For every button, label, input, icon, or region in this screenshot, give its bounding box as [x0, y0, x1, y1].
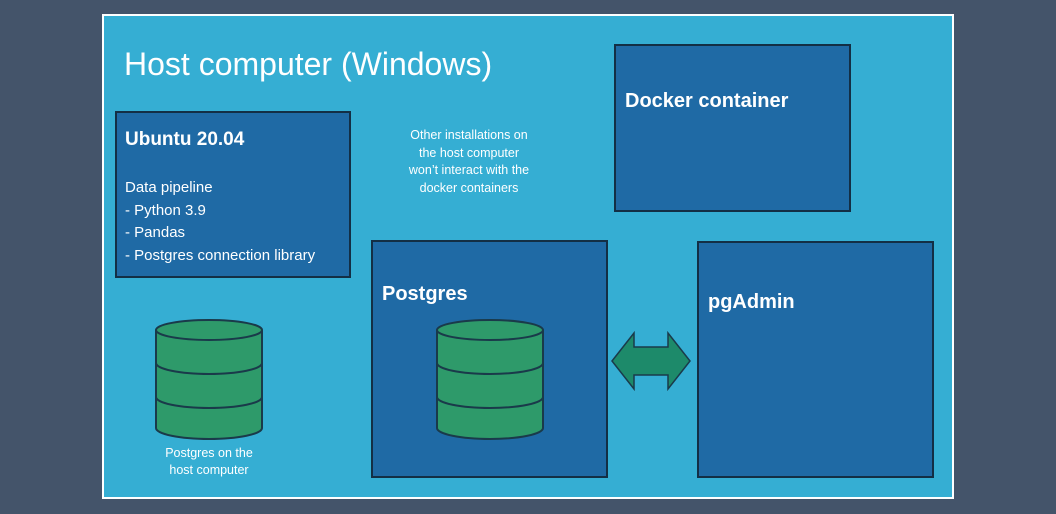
docker-container-title: Docker container — [625, 90, 789, 112]
database-icon — [436, 319, 544, 440]
note-line: docker containers — [419, 180, 519, 195]
database-icon — [155, 319, 263, 440]
note-line: Other installations on — [410, 128, 528, 142]
host-computer-panel: Host computer (Windows) Ubuntu 20.04 Dat… — [102, 14, 954, 499]
double-arrow-icon — [611, 331, 691, 391]
postgres-container-box: Postgres — [371, 240, 608, 478]
postgres-title: Postgres — [382, 283, 468, 305]
label-line: Postgres on the — [165, 446, 253, 460]
ubuntu-detail-line: - Python 3.9 — [125, 201, 206, 219]
pgadmin-box: pgAdmin — [697, 241, 934, 478]
note-line: won’t interact with the — [408, 163, 530, 177]
ubuntu-details: Data pipeline - Python 3.9 - Pandas - Po… — [125, 177, 315, 267]
note-line: the host computer — [418, 145, 520, 160]
ubuntu-box: Ubuntu 20.04 Data pipeline - Python 3.9 … — [115, 111, 351, 278]
ubuntu-detail-line: - Postgres connection library — [125, 246, 316, 264]
host-postgres-label: Postgres on the host computer — [144, 445, 274, 478]
other-installations-note: Other installations on the host computer… — [374, 127, 564, 197]
pgadmin-title: pgAdmin — [708, 291, 795, 313]
ubuntu-title: Ubuntu 20.04 — [125, 129, 245, 150]
docker-container-box: Docker container — [614, 44, 851, 212]
label-line: host computer — [169, 462, 249, 477]
host-computer-title: Host computer (Windows) — [124, 46, 493, 82]
ubuntu-detail-line: - Pandas — [125, 224, 186, 241]
ubuntu-detail-line: Data pipeline — [125, 179, 213, 196]
